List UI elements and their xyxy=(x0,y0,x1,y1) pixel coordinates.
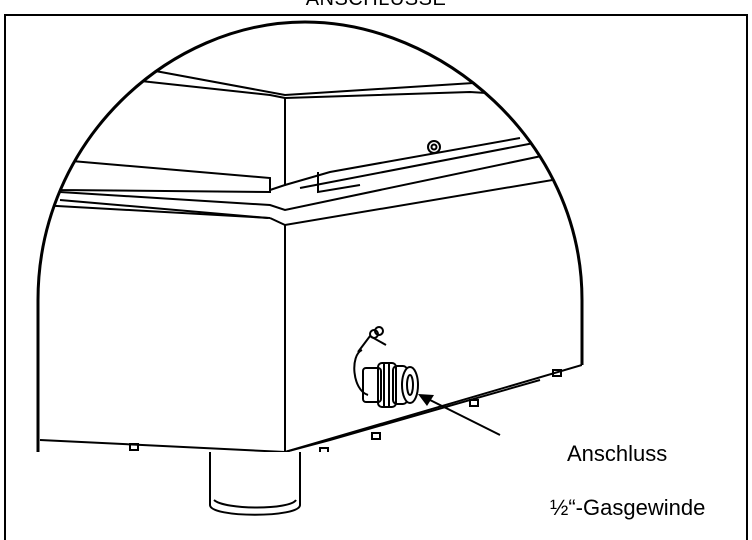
bottom-cylinder xyxy=(209,452,301,516)
dome-outline xyxy=(36,20,584,452)
rail xyxy=(59,158,271,194)
housing-bottom xyxy=(39,364,582,452)
callout-label-thread: ½“-Gasgewinde xyxy=(550,495,706,520)
callout-arrow xyxy=(418,394,501,436)
page-header-title: ANSCHLÜSSE xyxy=(0,0,752,11)
top-bolt xyxy=(427,140,441,154)
callout-label-connection: Anschluss xyxy=(567,441,668,466)
figure-frame xyxy=(4,14,748,540)
lid-top xyxy=(94,49,521,97)
gas-connector xyxy=(353,326,419,408)
